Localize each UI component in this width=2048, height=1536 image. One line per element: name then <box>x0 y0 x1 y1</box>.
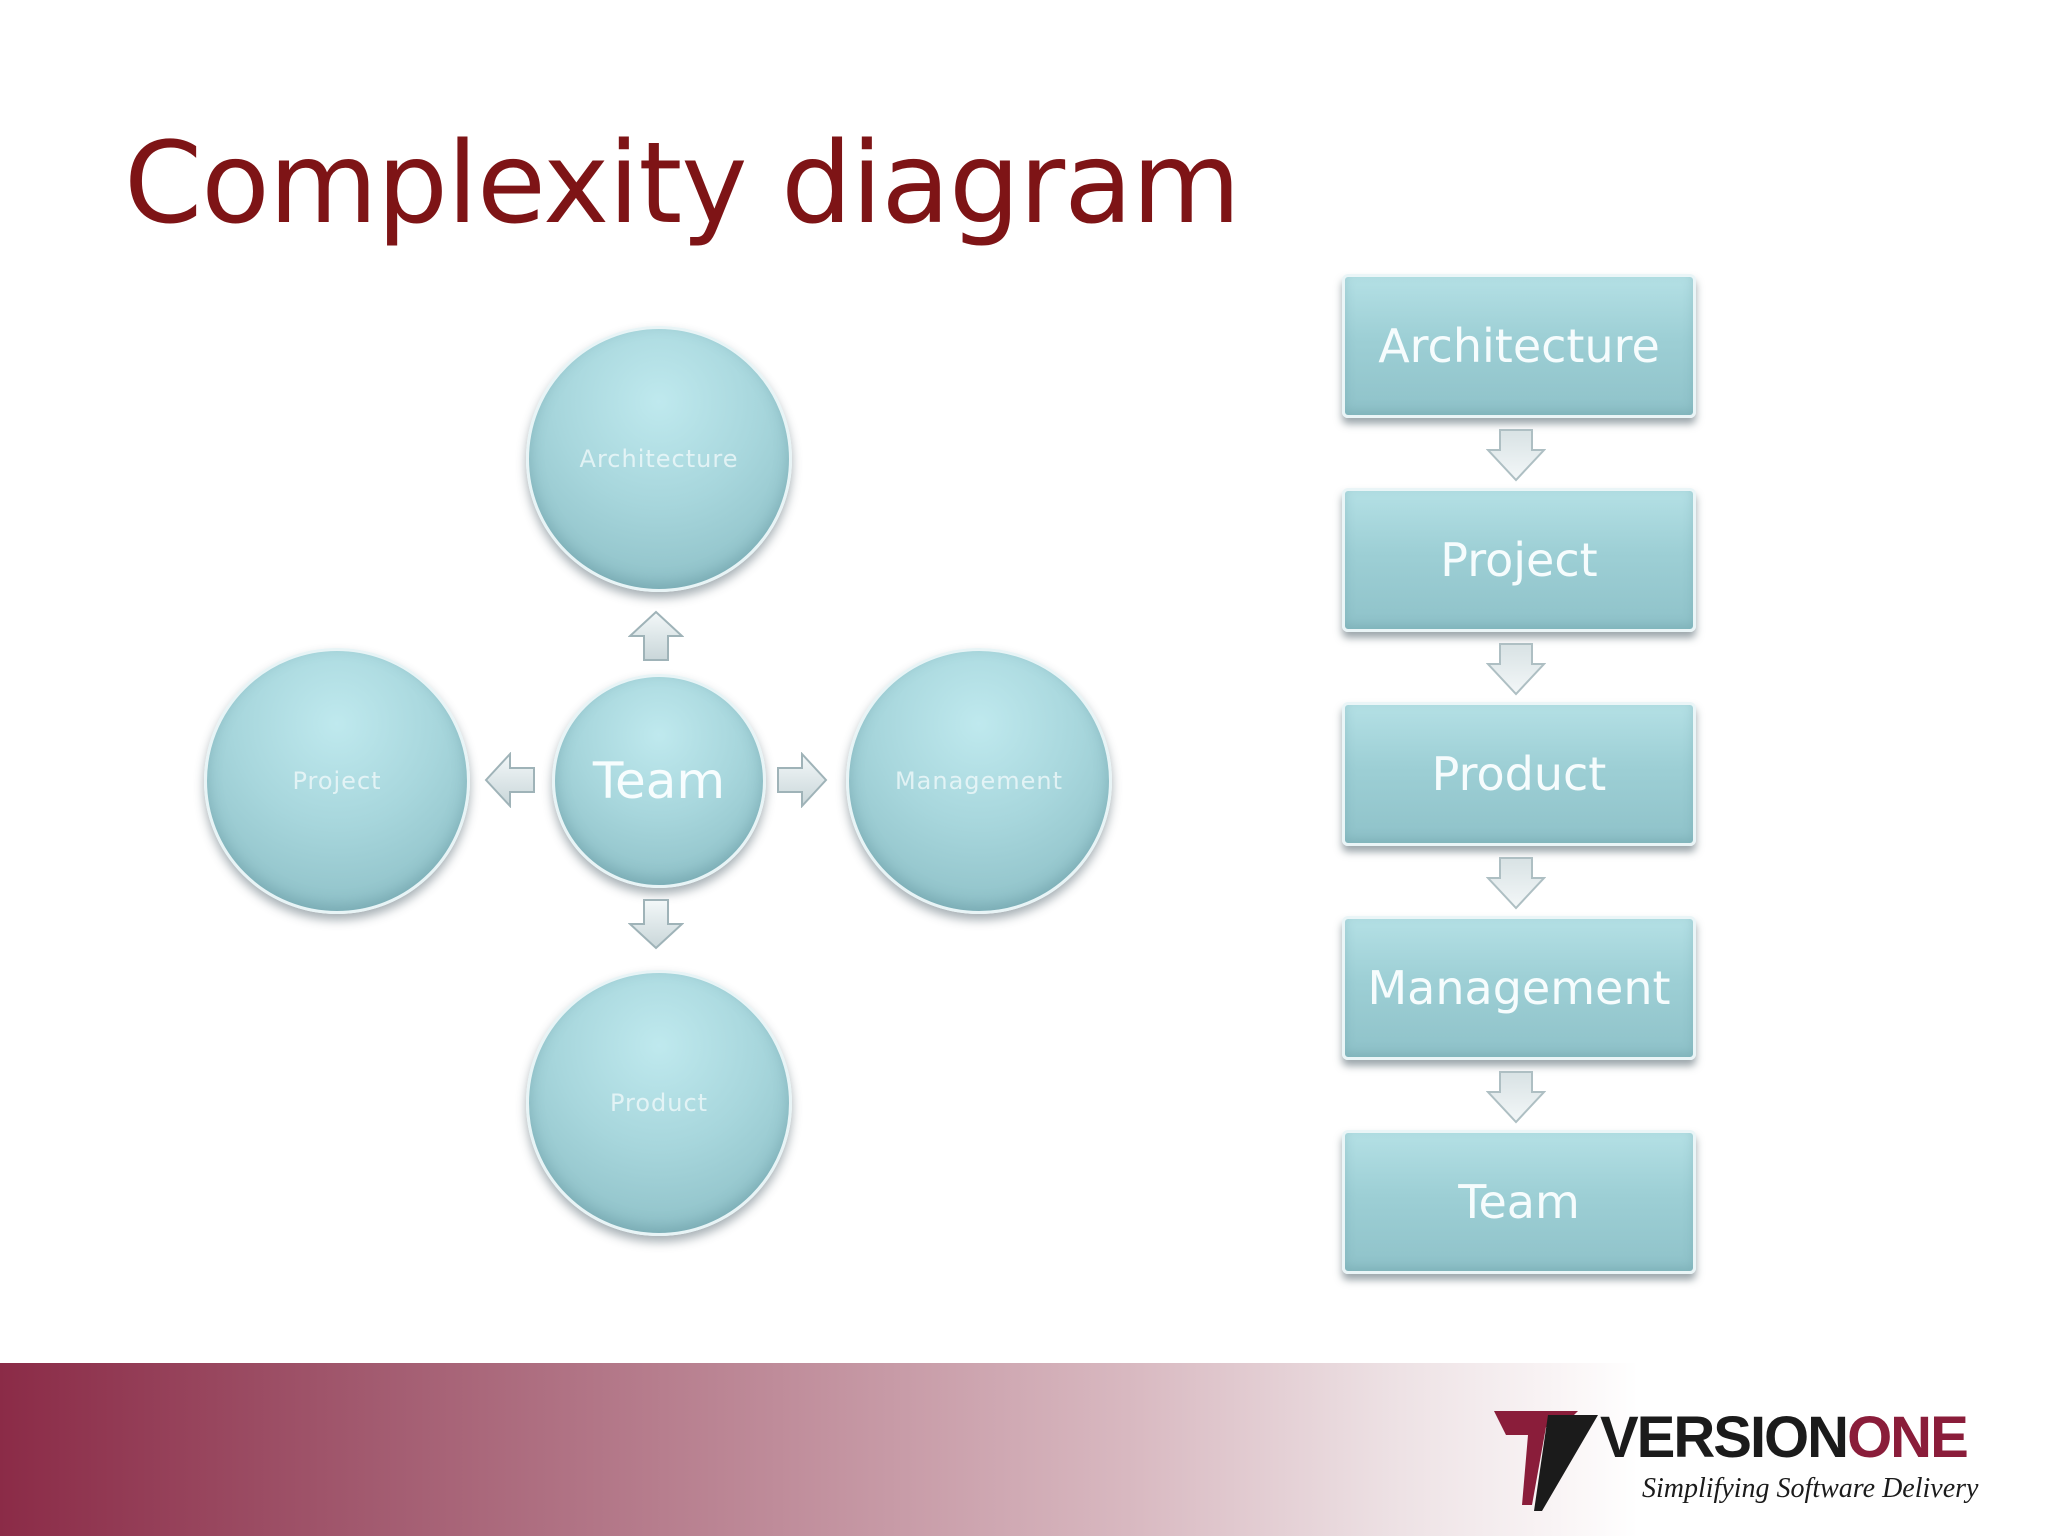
flow-step-product: Product <box>1342 702 1696 846</box>
footer-band <box>0 1363 2048 1536</box>
flow-step-project: Project <box>1342 488 1696 632</box>
chevron-down-icon <box>1486 429 1546 482</box>
logo-word-one: ONE <box>1847 1405 1969 1470</box>
cycle-node-top-label: Architecture <box>579 445 739 473</box>
arrow-right-icon <box>777 752 828 808</box>
logo-wordmark: VERSIONONE <box>1600 1409 1969 1467</box>
cycle-node-bottom-label: Product <box>609 1089 709 1117</box>
arrow-left-icon <box>484 752 535 808</box>
chevron-down-icon <box>1486 1071 1546 1124</box>
cycle-node-center-label: Team <box>592 752 726 810</box>
cycle-node-bottom: Product <box>526 970 792 1236</box>
chevron-down-icon <box>1486 857 1546 910</box>
flow-step-team: Team <box>1342 1130 1696 1274</box>
slide-title: Complexity diagram <box>124 119 1241 249</box>
logo-word-version: VERSION <box>1600 1405 1849 1470</box>
cycle-node-right: Management <box>846 648 1112 914</box>
chevron-down-icon <box>1486 643 1546 696</box>
logo-tagline: Simplifying Software Delivery <box>1642 1473 1979 1504</box>
cycle-node-center: Team <box>552 674 766 888</box>
cycle-node-top: Architecture <box>526 326 792 592</box>
cycle-node-left-label: Project <box>292 767 382 795</box>
arrow-down-icon <box>628 899 684 950</box>
arrow-up-icon <box>628 610 684 661</box>
flow-step-architecture: Architecture <box>1342 274 1696 418</box>
versionone-logo: VERSIONONE Simplifying Software Delivery <box>1492 1405 2002 1515</box>
logo-mark-icon <box>1494 1411 1598 1511</box>
flow-step-management: Management <box>1342 916 1696 1060</box>
cycle-node-right-label: Management <box>894 767 1064 795</box>
cycle-node-left: Project <box>204 648 470 914</box>
